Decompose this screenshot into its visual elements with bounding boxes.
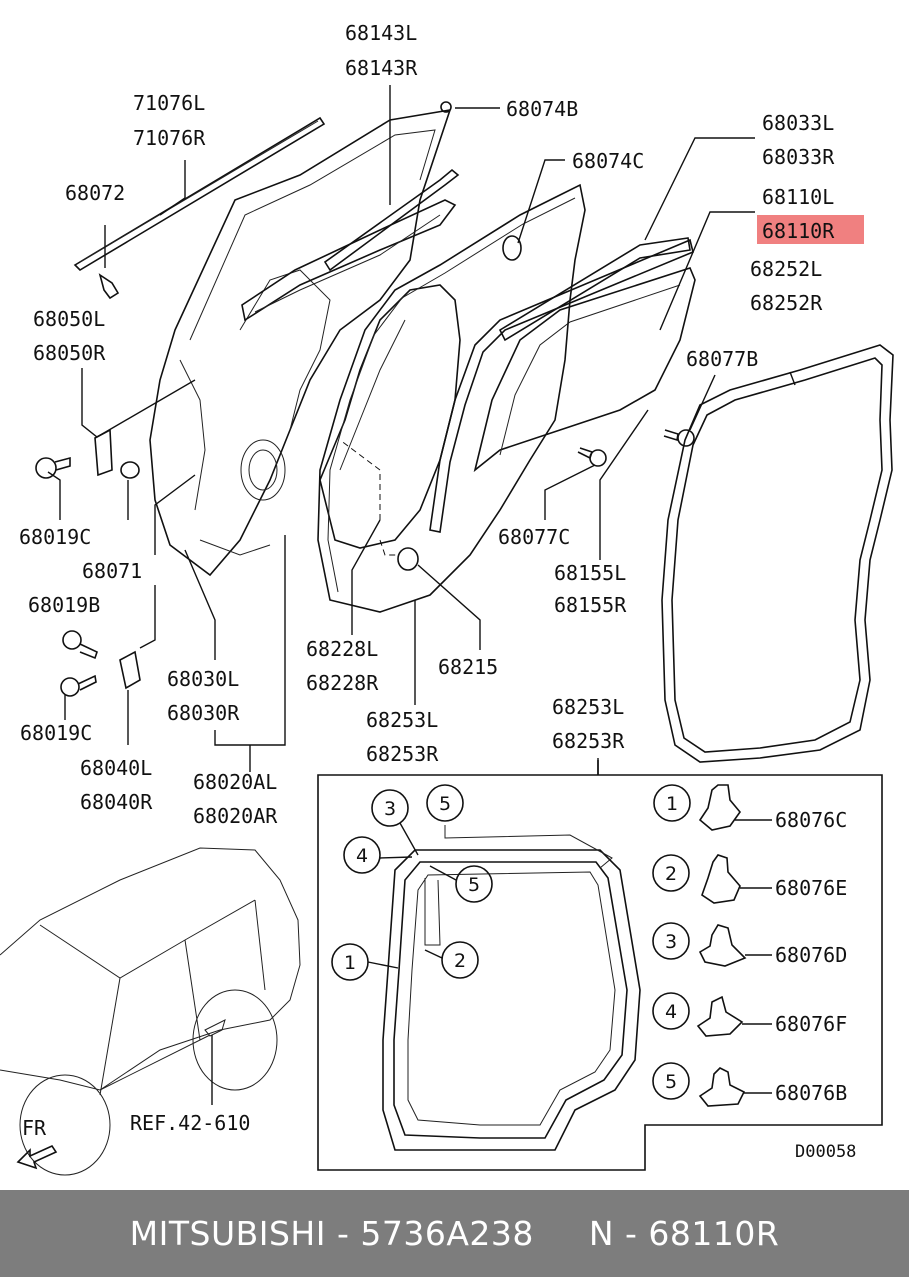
callout-68110R: 68110R: [762, 219, 835, 243]
inset-marker-4: 4: [343, 836, 413, 874]
window-run: [429, 238, 694, 533]
svg-text:1: 1: [666, 793, 678, 815]
svg-text:5: 5: [439, 793, 451, 815]
footer-bar: MITSUBISHI - 5736A238 N - 68110R: [0, 1190, 909, 1277]
callout-68019C-lower: 68019C: [20, 721, 92, 745]
door-outer-panel: [149, 108, 452, 577]
callout-68019C-upper: 68019C: [19, 525, 91, 549]
clip-part-68076C: 68076C: [775, 808, 847, 832]
svg-text:2: 2: [665, 863, 677, 885]
svg-text:2: 2: [454, 950, 466, 972]
inset-marker-1: 1: [331, 943, 399, 981]
inset-marker-2: 2: [424, 941, 479, 979]
callout-68253R-right: 68253R: [552, 729, 625, 753]
svg-text:3: 3: [665, 931, 677, 953]
belt-moulding: [73, 116, 326, 272]
inset-panel: 3 5 4 5 1 2 1: [317, 758, 883, 1171]
inset-marker-5-top: 5: [426, 784, 464, 822]
callout-68143R: 68143R: [345, 56, 418, 80]
footer-part-text: MITSUBISHI - 5736A238 N - 68110R: [129, 1214, 780, 1253]
callout-68033L: 68033L: [762, 111, 834, 135]
callout-68228L: 68228L: [306, 637, 378, 661]
callout-68110L: 68110L: [762, 185, 834, 209]
inset-marker-3: 3: [371, 789, 419, 856]
clip-part-68076D: 68076D: [775, 943, 847, 967]
callout-68252L: 68252L: [750, 257, 822, 281]
callout-68040L: 68040L: [80, 756, 152, 780]
clip-row-1: 1 68076C: [653, 784, 847, 832]
callout-labels: 68143L 68143R 71076L 71076R 68074B 68074…: [19, 21, 864, 828]
callout-68253L-left: 68253L: [366, 708, 438, 732]
svg-text:5: 5: [468, 874, 480, 896]
svg-text:4: 4: [356, 845, 368, 867]
callout-68253L-right: 68253L: [552, 695, 624, 719]
svg-text:5: 5: [665, 1071, 677, 1093]
leader-lines: [47, 85, 796, 772]
callout-68050R: 68050R: [33, 341, 106, 365]
clip-part-68076F: 68076F: [775, 1012, 847, 1036]
inner-door-seal: [317, 183, 586, 613]
window-channel: [241, 168, 460, 322]
callout-68033R: 68033R: [762, 145, 835, 169]
inset-marker-5-mid: 5: [429, 865, 493, 903]
callout-68155R: 68155R: [554, 593, 627, 617]
callout-68072: 68072: [65, 181, 125, 205]
trim-panel: [319, 284, 461, 549]
front-arrow-icon: [16, 1144, 58, 1170]
callout-68050L: 68050L: [33, 307, 105, 331]
diagram-code: D00058: [795, 1142, 856, 1162]
clip-row-3: 3 68076D: [652, 922, 847, 967]
clip-row-2: 2 68076E: [652, 854, 847, 904]
door-glass: [473, 237, 696, 473]
callout-68030L: 68030L: [167, 667, 239, 691]
vehicle-reference: REF.42-610 FR: [0, 847, 301, 1176]
svg-text:4: 4: [665, 1001, 677, 1023]
clip-row-5: 5 68076B: [652, 1062, 847, 1107]
front-indicator-label: FR: [22, 1116, 47, 1140]
callout-68215: 68215: [438, 655, 498, 679]
parts-diagram: 68143L 68143R 71076L 71076R 68074B 68074…: [0, 21, 894, 1176]
callout-68020AL: 68020AL: [193, 770, 277, 794]
door-weatherstrip: [661, 344, 894, 763]
callout-68252R: 68252R: [750, 291, 823, 315]
callout-68077B: 68077B: [686, 347, 758, 371]
callout-68077C: 68077C: [498, 525, 570, 549]
callout-68040R: 68040R: [80, 790, 153, 814]
callout-68020AR: 68020AR: [193, 804, 278, 828]
fasteners: [35, 101, 695, 697]
clip-row-4: 4 68076F: [652, 992, 847, 1037]
callout-71076R: 71076R: [133, 126, 206, 150]
callout-68071: 68071: [82, 559, 142, 583]
callout-68155L: 68155L: [554, 561, 626, 585]
clip-part-68076E: 68076E: [775, 876, 847, 900]
callout-71076L: 71076L: [133, 91, 205, 115]
svg-text:1: 1: [344, 952, 356, 974]
callout-68228R: 68228R: [306, 671, 379, 695]
callout-68074C: 68074C: [572, 149, 644, 173]
clip-part-68076B: 68076B: [775, 1081, 847, 1105]
callout-68074B: 68074B: [506, 97, 578, 121]
highlight-box: [757, 215, 864, 244]
reference-label: REF.42-610: [130, 1111, 250, 1135]
callout-68253R-left: 68253R: [366, 742, 439, 766]
callout-68143L: 68143L: [345, 21, 417, 45]
callout-68030R: 68030R: [167, 701, 240, 725]
svg-text:3: 3: [384, 798, 396, 820]
callout-68019B: 68019B: [28, 593, 100, 617]
